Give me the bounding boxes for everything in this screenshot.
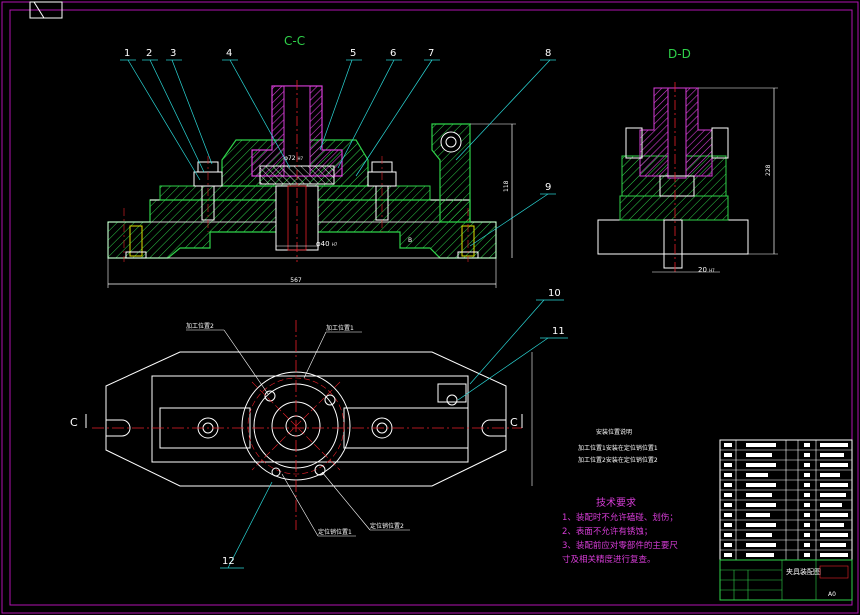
plan-hole-1 — [264, 390, 276, 402]
plan-inner-rect — [151, 375, 469, 463]
tech-req-item-2: 2、表面不允许有锈蚀； — [562, 526, 652, 537]
side-dim-height-text: 228 — [765, 164, 772, 176]
assembly-notes-title: 安装位置说明 — [596, 428, 632, 436]
side-bore — [667, 87, 687, 179]
dim-overall-text: 567 — [290, 277, 302, 284]
plan-view: C C 加工位置2 加工位置1 定位销位置1 定位销位置2 10 — [70, 288, 568, 569]
side-pin — [663, 219, 683, 269]
plan-column-pin — [446, 394, 458, 406]
tech-req-item-4: 寸及相关精度进行复查。 — [562, 554, 656, 565]
column-hole — [440, 131, 462, 153]
assembly-notes-line-2: 加工位置2安装在定位销位置2 — [578, 456, 658, 464]
section-marker-left: C — [70, 416, 78, 429]
section-marker-right: C — [510, 416, 518, 429]
plan-hole-3 — [314, 464, 326, 476]
label-work-pos-2: 加工位置2 — [186, 322, 214, 330]
side-bolt-left — [625, 127, 643, 159]
side-section-view: D-D 228 20 H7 — [597, 47, 778, 274]
orientation-mark — [29, 1, 63, 19]
front-balloons: 1 2 3 4 5 6 7 8 9 — [124, 48, 551, 193]
dim-bore-lower: φ40 H7 — [316, 240, 338, 248]
balloon-3: 3 — [170, 48, 176, 59]
balloon-10: 10 — [548, 288, 561, 299]
tech-req-title: 技术要求 — [596, 496, 636, 509]
title-block-grid — [720, 560, 817, 600]
front-section-label: C-C — [284, 34, 305, 48]
balloon-7: 7 — [428, 48, 434, 59]
side-bolt-right — [711, 127, 729, 159]
plan-hole-4 — [271, 467, 281, 477]
balloon-8: 8 — [545, 48, 551, 59]
side-dim-bore-text: 20 H7 — [698, 266, 715, 274]
parts-list-cells — [724, 443, 848, 557]
balloon-2: 2 — [146, 48, 152, 59]
t-bolt-left — [125, 225, 147, 259]
dim-bore-upper: φ72 H7 — [284, 155, 304, 162]
dim-small-note: B — [408, 237, 412, 244]
technical-requirements: 技术要求 1、装配时不允许磕碰、划伤； 2、表面不允许有锈蚀； 3、装配前应对零… — [562, 496, 678, 565]
side-section-label: D-D — [668, 47, 691, 61]
label-work-pos-1: 加工位置1 — [326, 324, 354, 332]
column-hole-inner — [445, 136, 457, 148]
balloon-1: 1 — [124, 48, 130, 59]
tech-req-item-1: 1、装配时不允许磕碰、划伤； — [562, 512, 678, 523]
front-leaders — [120, 59, 556, 247]
plan-leaders — [186, 329, 410, 537]
dim-bore-lower-value: φ40 — [316, 240, 330, 248]
plan-base-outline — [105, 351, 507, 487]
label-locate-2: 定位销位置2 — [370, 522, 404, 530]
tech-req-item-3: 3、装配前应对零部件的主要尺 — [562, 540, 678, 551]
balloon-9: 9 — [545, 182, 551, 193]
title-block-company — [819, 565, 849, 579]
balloon-5: 5 — [350, 48, 356, 59]
dim-bore-lower-fit: H7 — [332, 242, 338, 247]
plan-balloon-leaders — [220, 299, 568, 569]
balloon-11: 11 — [552, 326, 565, 337]
sheet-inner-border — [9, 9, 853, 606]
title-block: 夹具装配图 A0 — [719, 439, 853, 601]
plan-bolt-circle — [247, 377, 345, 475]
balloon-4: 4 — [226, 48, 232, 59]
dim-bore-upper-value: φ72 — [284, 155, 296, 162]
orientation-mark-line — [33, 1, 45, 19]
assembly-notes-line-1: 加工位置1安装在定位销位置1 — [578, 444, 658, 452]
side-nut — [659, 175, 695, 197]
side-base — [597, 219, 749, 255]
dim-bore-upper-fit: H7 — [298, 156, 304, 161]
label-locate-1: 定位销位置1 — [318, 528, 352, 536]
assembly-notes: 安装位置说明 加工位置1安装在定位销位置1 加工位置2安装在定位销位置2 — [578, 428, 658, 464]
dim-height-text: 118 — [503, 180, 510, 192]
plan-diag-2 — [251, 381, 341, 471]
side-dim-bore-value: 20 — [698, 266, 707, 274]
plan-column — [437, 383, 467, 403]
balloon-6: 6 — [390, 48, 396, 59]
parts-list-rows — [720, 440, 852, 560]
balloon-12: 12 — [222, 556, 235, 567]
title-block-drawing-name: 夹具装配图 — [786, 567, 821, 576]
side-body — [619, 195, 729, 221]
plan-slot-left — [106, 419, 131, 437]
title-block-scale: A0 — [828, 591, 836, 598]
plan-hole-2 — [324, 394, 336, 406]
front-section-view: C-C — [107, 34, 556, 288]
side-dim-bore-fit: H7 — [709, 268, 715, 273]
